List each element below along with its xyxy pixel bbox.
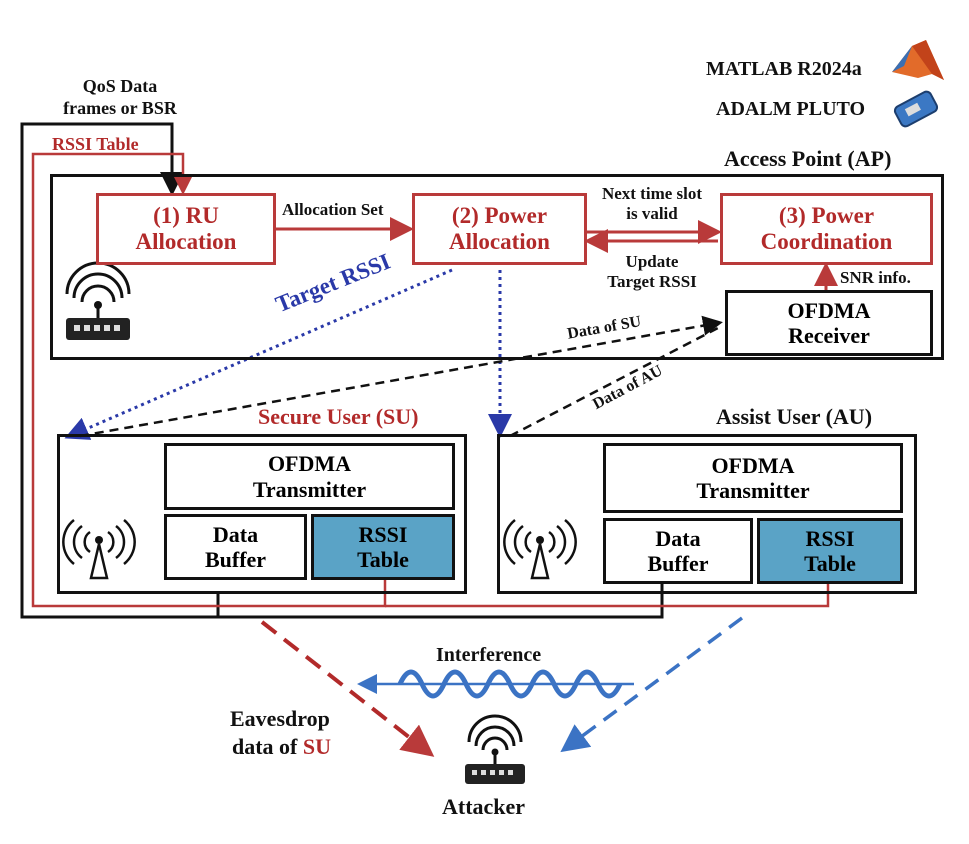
power-allocation-label: (2) Power Allocation — [449, 202, 550, 254]
attacker-router-icon — [465, 714, 525, 784]
pluto-label: ADALM PLUTO — [716, 98, 866, 120]
au-buffer-box: Data Buffer — [603, 518, 753, 584]
allocation-set-label: Allocation Set — [282, 200, 384, 219]
secure-user-title: Secure User (SU) — [258, 404, 419, 429]
adalm-pluto-icon — [893, 90, 939, 128]
au-antenna-icon — [503, 519, 577, 580]
su-short-label: SU — [302, 734, 332, 759]
ofdma-receiver-box: OFDMA Receiver — [725, 290, 933, 356]
au-transmitter-box: OFDMA Transmitter — [603, 443, 903, 513]
interference-wave — [397, 669, 623, 699]
au-transmitter-label: OFDMA Transmitter — [696, 452, 810, 503]
data-au-arrow — [509, 326, 719, 438]
eavesdrop-line2: data of SU — [232, 734, 331, 760]
assist-user-box — [497, 434, 917, 594]
power-coordination-box: (3) Power Coordination — [720, 193, 933, 265]
access-point-title: Access Point (AP) — [724, 146, 892, 171]
power-allocation-box: (2) Power Allocation — [412, 193, 587, 265]
rssi-table-feedback-label: RSSI Table — [52, 134, 139, 154]
interference-label: Interference — [436, 644, 542, 666]
matlab-logo-icon — [892, 40, 944, 80]
ofdma-receiver-label: OFDMA Receiver — [787, 297, 871, 348]
matlab-label: MATLAB R2024a — [706, 58, 862, 80]
ru-allocation-box: (1) RU Allocation — [96, 193, 276, 265]
su-transmitter-label: OFDMA Transmitter — [252, 451, 367, 502]
qos-label: QoS Data frames or BSR — [63, 76, 177, 118]
su-rssi-table-box: RSSI Table — [311, 514, 455, 580]
qos-feedback-line — [20, 122, 220, 619]
assist-user-title: Assist User (AU) — [716, 404, 873, 429]
eavesdrop-label: Eavesdrop — [230, 706, 330, 731]
su-transmitter-box: OFDMA Transmitter — [164, 443, 455, 510]
next-slot-label: Next time slot is valid — [601, 184, 703, 224]
data-of-label: data of — [232, 734, 298, 759]
ap-router-icon — [65, 261, 131, 340]
rssi-feedback-line — [31, 152, 387, 608]
au-rssi-table-box: RSSI Table — [757, 518, 903, 584]
attacker-label: Attacker — [442, 794, 526, 819]
update-rssi-label: Update Target RSSI — [607, 252, 697, 292]
power-coordination-label: (3) Power Coordination — [760, 202, 893, 254]
au-attack-arrow — [560, 616, 744, 753]
snr-info-label: SNR info. — [840, 268, 911, 287]
access-point-box — [50, 174, 944, 360]
secure-user-box — [57, 434, 467, 594]
ru-allocation-label: (1) RU Allocation — [135, 202, 237, 254]
su-buffer-label: Data Buffer — [204, 521, 267, 572]
au-rssi-feedback-line — [385, 582, 830, 608]
su-buffer-box: Data Buffer — [164, 514, 307, 580]
au-rssi-table-label: RSSI Table — [804, 525, 856, 576]
eavesdrop-arrow — [260, 620, 435, 757]
su-antenna-icon — [62, 519, 136, 580]
su-rssi-table-label: RSSI Table — [357, 521, 409, 572]
au-buffer-label: Data Buffer — [647, 525, 709, 576]
data-su-arrow — [79, 315, 723, 438]
